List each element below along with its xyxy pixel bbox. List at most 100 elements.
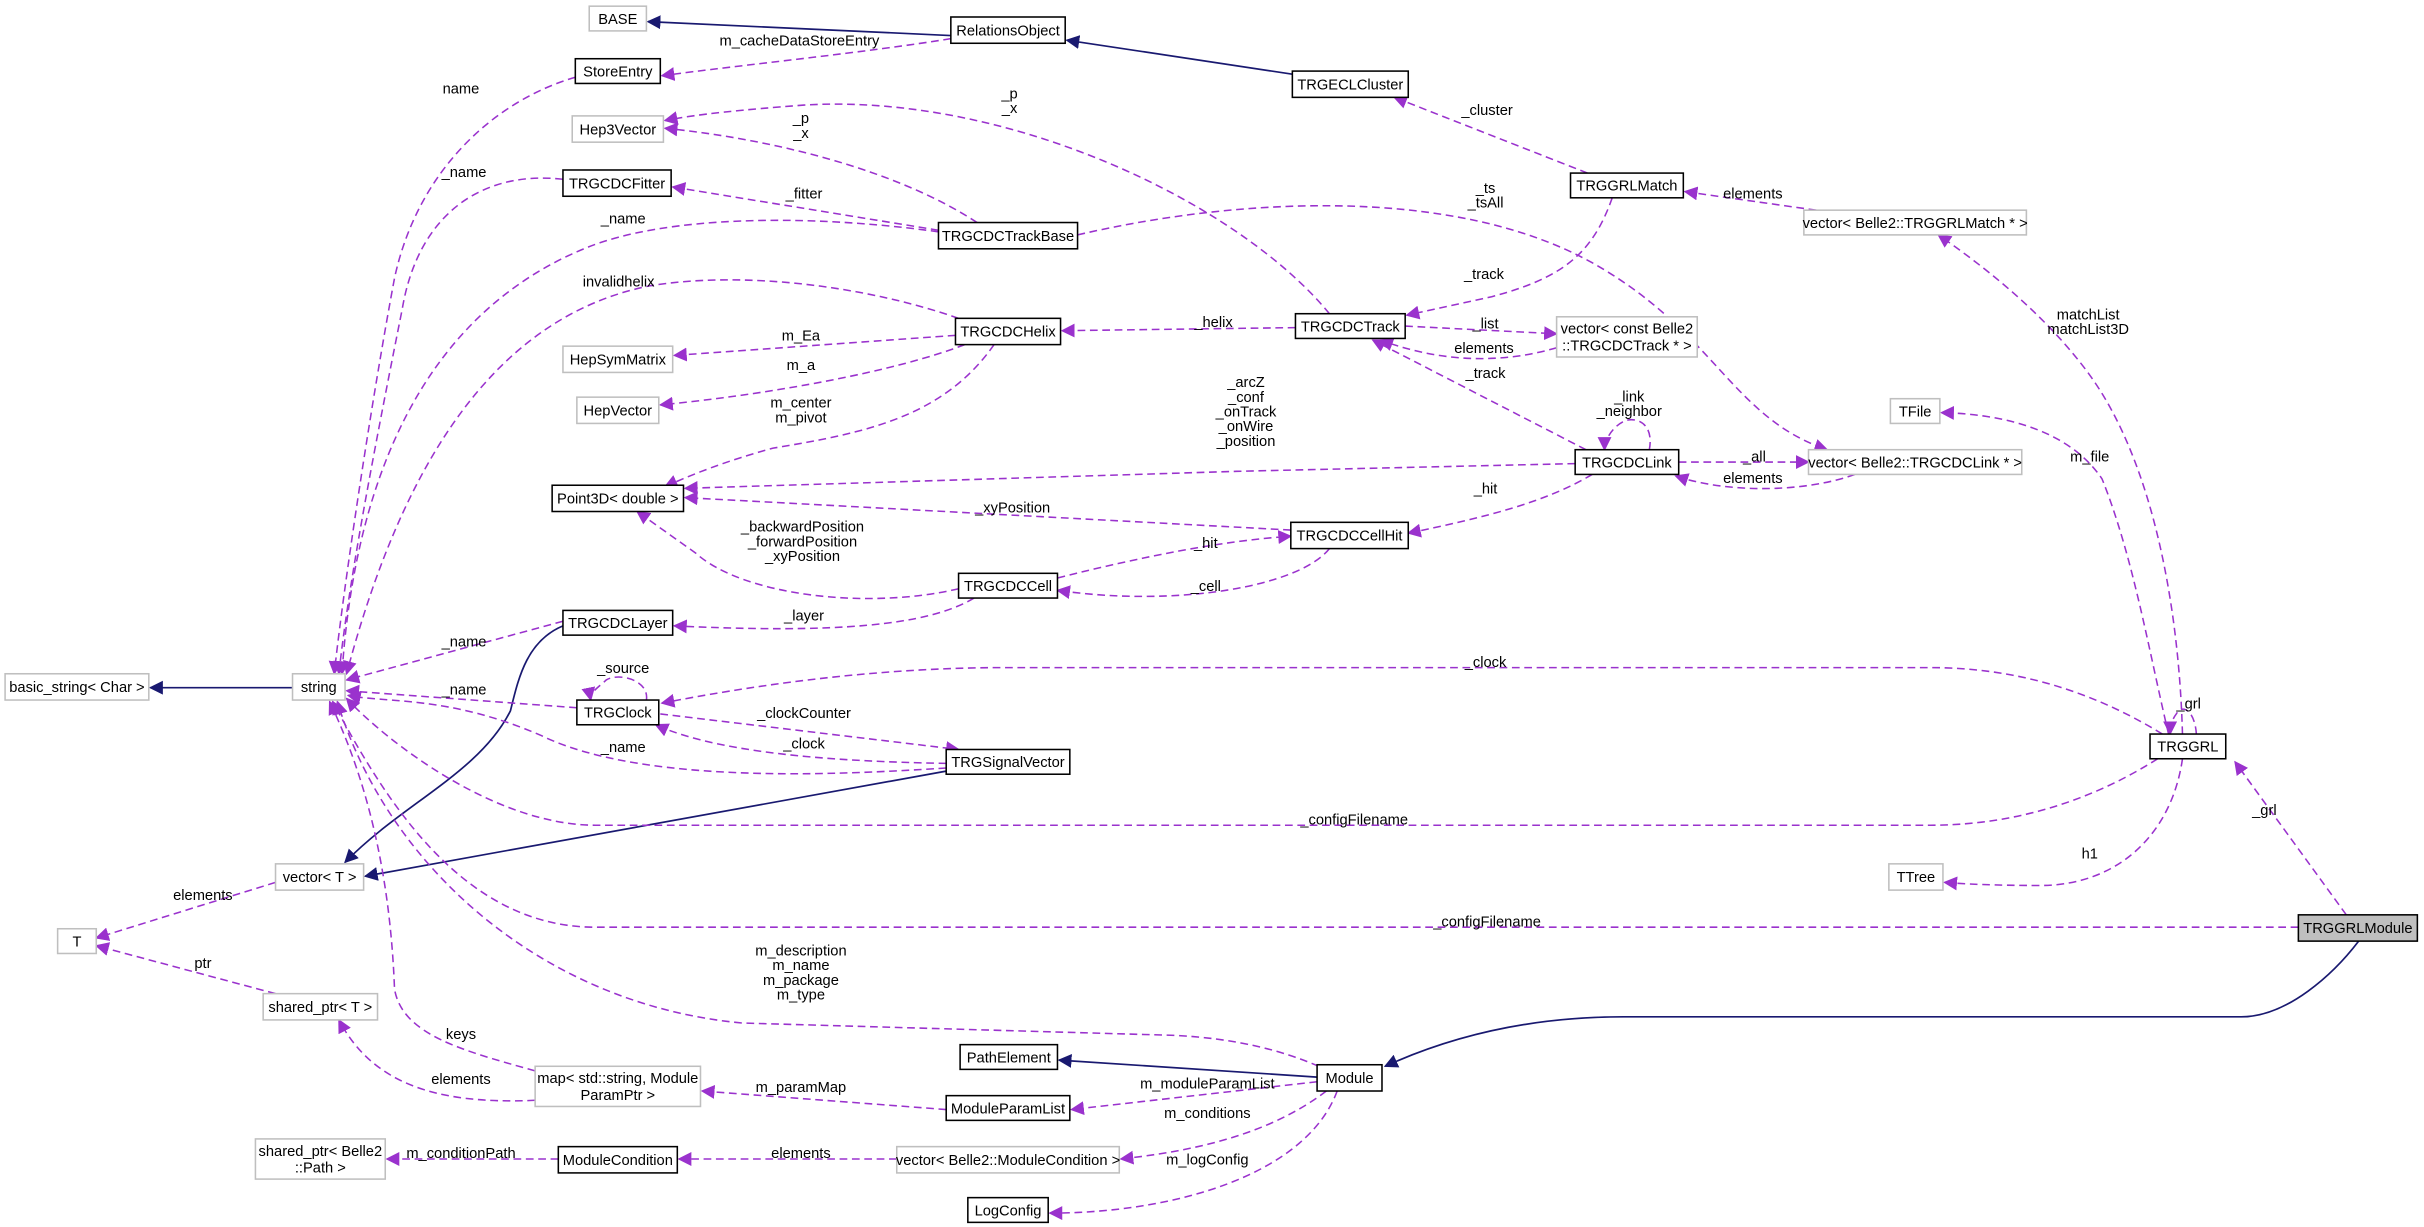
member-edge-line (1940, 405, 2170, 735)
class-box[interactable] (562, 169, 672, 198)
class-box[interactable] (291, 672, 346, 701)
class-box[interactable] (1294, 312, 1406, 340)
class-box[interactable] (945, 1094, 1071, 1122)
class-name: TRGGRLModule (2303, 921, 2412, 937)
class-box[interactable] (571, 115, 665, 143)
class-node-vecgrlmatch[interactable]: vector< Belle2::TRGGRLMatch * > (1803, 209, 2028, 236)
class-box[interactable] (1316, 1063, 1383, 1092)
class-node-trggrl[interactable]: TRGGRL (2149, 733, 2227, 760)
class-node-veclink[interactable]: vector< Belle2::TRGCDCLink * > (1807, 448, 2023, 476)
class-box[interactable] (4, 672, 150, 701)
class-node-module[interactable]: Module (1316, 1063, 1383, 1092)
class-name: StoreEntry (583, 64, 653, 80)
edge-label: _track (1463, 267, 1505, 283)
class-node-sharedptrpath[interactable]: shared_ptr< Belle2::Path > (254, 1138, 387, 1180)
edge-label: _link (1613, 389, 1645, 405)
class-node-trgeclcluster[interactable]: TRGECLCluster (1291, 70, 1410, 99)
class-box[interactable] (1807, 448, 2023, 476)
class-box[interactable] (2149, 733, 2227, 760)
class-box[interactable] (1803, 209, 2028, 236)
class-box[interactable] (2297, 914, 2419, 942)
class-node-vecconsttrack[interactable]: vector< const Belle2::TRGCDCTrack * > (1555, 316, 1699, 358)
class-node-hep3vector[interactable]: Hep3Vector (571, 115, 665, 143)
class-node-logconfig[interactable]: LogConfig (967, 1196, 1049, 1224)
edge-trggrlmatch-to-trgeclcluster: _cluster (1393, 95, 1588, 174)
class-node-trgcdctrack[interactable]: TRGCDCTrack (1294, 312, 1406, 340)
class-node-trggrlmatch[interactable]: TRGGRLMatch (1569, 172, 1685, 199)
class-name: T (72, 934, 81, 950)
edge-label: m_conditionPath (406, 1146, 515, 1162)
edge-label: _hit (1473, 482, 1498, 498)
class-node-vecmodcond[interactable]: vector< Belle2::ModuleCondition > (895, 1145, 1121, 1174)
class-box[interactable] (588, 5, 648, 32)
class-box[interactable] (950, 16, 1066, 45)
class-node-sharedptrt[interactable]: shared_ptr< T > (262, 992, 379, 1021)
class-node-trgcdchelix[interactable]: TRGCDCHelix (954, 317, 1062, 346)
class-box[interactable] (895, 1145, 1121, 1174)
class-node-hepvector[interactable]: HepVector (576, 396, 660, 425)
class-box[interactable] (562, 345, 674, 374)
class-box[interactable] (957, 572, 1059, 599)
class-name: TRGGRLMatch (1576, 179, 1677, 195)
edge-trgcdclink-to-veclink: _all (1678, 449, 1810, 470)
class-node-trggrlmodule[interactable]: TRGGRLModule (2297, 914, 2419, 942)
class-node-string[interactable]: string (291, 672, 346, 701)
class-box[interactable] (1290, 521, 1410, 550)
class-box[interactable] (574, 57, 662, 85)
class-node-modulecondition[interactable]: ModuleCondition (557, 1145, 679, 1174)
class-node-moduleparamlist[interactable]: ModuleParamList (945, 1094, 1071, 1122)
edge-label: m_conditions (1164, 1106, 1250, 1122)
class-node-relationsobject[interactable]: RelationsObject (950, 16, 1066, 45)
member-edge-line (663, 122, 978, 224)
class-box[interactable] (1555, 316, 1699, 358)
class-box[interactable] (262, 992, 379, 1021)
class-node-trgcdclink[interactable]: TRGCDCLink (1574, 448, 1680, 476)
class-box[interactable] (551, 484, 685, 513)
class-node-hepsymmatrix[interactable]: HepSymMatrix (562, 345, 674, 374)
class-box[interactable] (576, 699, 660, 726)
class-box[interactable] (945, 748, 1071, 775)
class-box[interactable] (562, 609, 674, 636)
class-box[interactable] (56, 927, 98, 955)
class-node-point3d[interactable]: Point3D< double > (551, 484, 685, 513)
class-box[interactable] (1574, 448, 1680, 476)
class-box[interactable] (1889, 397, 1941, 425)
class-name: vector< Belle2::TRGCDCLink * > (1808, 455, 2022, 471)
edge-trgclock-to-string: _name (345, 683, 577, 709)
class-node-trgcdccell[interactable]: TRGCDCCell (957, 572, 1059, 599)
class-node-trgcdcfitter[interactable]: TRGCDCFitter (562, 169, 672, 198)
member-edge-line (658, 343, 966, 411)
class-box[interactable] (937, 221, 1079, 250)
edge-trggrl-to-tfile: m_file (1940, 405, 2170, 735)
class-box[interactable] (576, 396, 660, 425)
class-node-trgclock[interactable]: TRGClock (576, 699, 660, 726)
class-node-pathelement[interactable]: PathElement (959, 1043, 1059, 1071)
class-box[interactable] (959, 1043, 1059, 1071)
class-box[interactable] (1569, 172, 1685, 199)
class-node-t[interactable]: T (56, 927, 98, 955)
member-edge-line (660, 713, 960, 755)
edge-trgcdclink-to-trgcdclink: _link_neighbor (1596, 389, 1662, 452)
class-box[interactable] (274, 863, 365, 891)
class-node-storeentry[interactable]: StoreEntry (574, 57, 662, 85)
class-box[interactable] (557, 1145, 679, 1174)
class-node-trgcdccellhit[interactable]: TRGCDCCellHit (1290, 521, 1410, 550)
class-node-basic-string[interactable]: basic_string< Char > (4, 672, 150, 701)
class-box[interactable] (254, 1138, 387, 1180)
member-edge-line (671, 182, 939, 232)
class-node-tfile[interactable]: TFile (1889, 397, 1941, 425)
class-node-ttree[interactable]: TTree (1888, 863, 1944, 891)
class-node-trgsignalvector[interactable]: TRGSignalVector (945, 748, 1071, 775)
class-box[interactable] (954, 317, 1062, 346)
class-box[interactable] (967, 1196, 1049, 1224)
class-node-trgcdclayer[interactable]: TRGCDCLayer (562, 609, 674, 636)
class-node-trgcdctrackbase[interactable]: TRGCDCTrackBase (937, 221, 1079, 250)
class-name: TRGGRL (2157, 740, 2218, 756)
class-box[interactable] (534, 1065, 702, 1108)
class-node-base[interactable]: BASE (588, 5, 648, 32)
class-node-vectort[interactable]: vector< T > (274, 863, 365, 891)
class-box[interactable] (1291, 70, 1410, 99)
class-box[interactable] (1888, 863, 1944, 891)
